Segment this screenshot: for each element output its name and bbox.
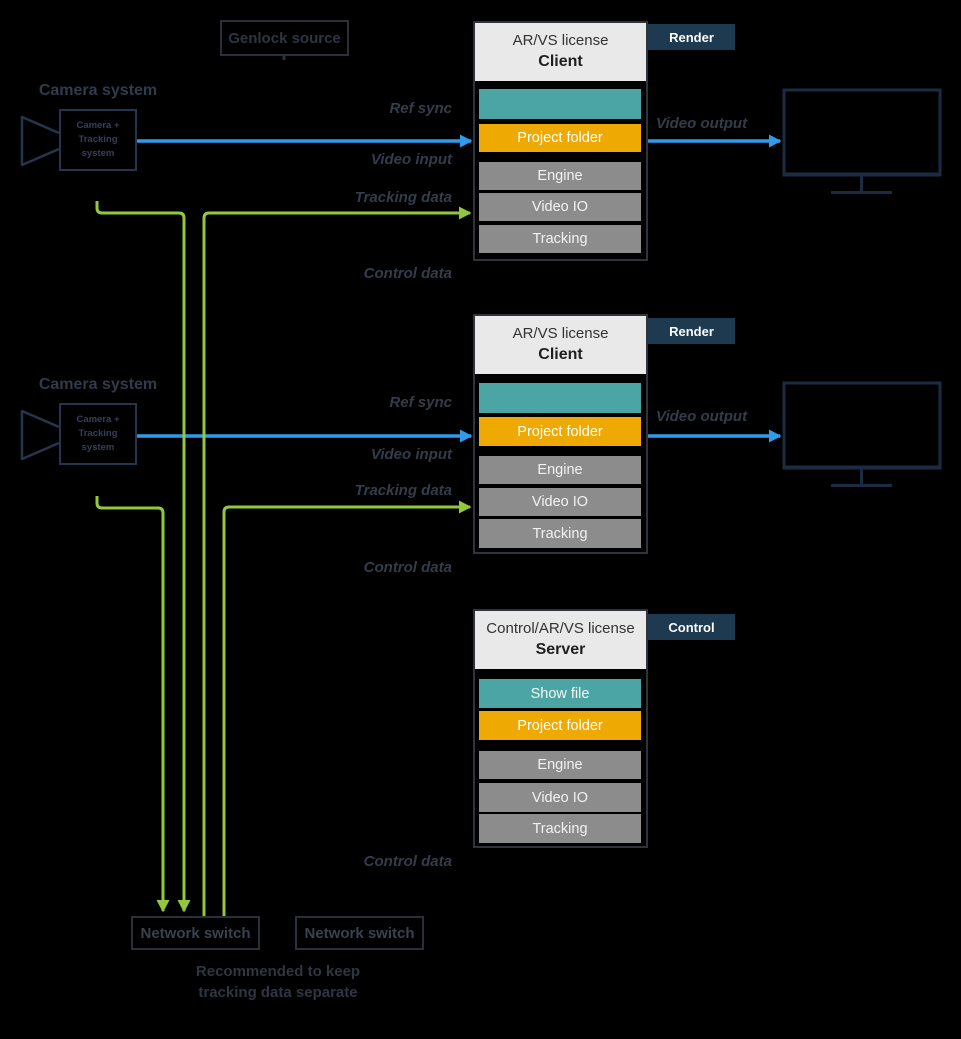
- client2-bar-video-io: Video IO: [479, 488, 641, 516]
- network-switch1-label: Network switch: [140, 924, 251, 942]
- client2-video-input-label: Video input: [370, 446, 452, 463]
- client1-bar-video-io: Video IO: [479, 193, 641, 221]
- genlock-source-box: Genlock source: [220, 20, 349, 56]
- client1-bar-engine: Engine: [479, 162, 641, 190]
- camera1-device-box: Camera + Tracking system: [59, 109, 137, 171]
- client2-ref-sync-label: Ref sync: [389, 394, 452, 411]
- client2-video-output-label: Video output: [656, 408, 748, 425]
- client1-ref-sync-label: Ref sync: [389, 100, 452, 117]
- tracking-line-switch-to-client1: [202, 206, 472, 916]
- server-role-label: Server: [535, 641, 586, 659]
- camera1-device-line3: system: [81, 148, 115, 160]
- client1-bar-project-folder: Project folder: [479, 124, 641, 152]
- server-control-tag: Control: [648, 614, 735, 640]
- client1-render-tag: Render: [648, 24, 735, 50]
- server-bar-tracking: Tracking: [479, 814, 641, 843]
- client1-video-output-label: Video output: [656, 115, 748, 132]
- client2-bar-project-folder: Project folder: [479, 417, 641, 446]
- camera2-device-line3: system: [81, 442, 115, 454]
- client1-tag-label: Render: [669, 29, 714, 45]
- genlock-source-label: Genlock source: [228, 29, 341, 47]
- caption-line1: Recommended to keep: [195, 963, 361, 980]
- server-bar-project-folder: Project folder: [479, 711, 641, 740]
- client2-bar-top: [479, 383, 641, 413]
- camera2-device-box: Camera + Tracking system: [59, 403, 137, 465]
- server-tag-label: Control: [668, 619, 715, 635]
- server-node-box: [473, 609, 648, 848]
- caption-line2: tracking data separate: [198, 984, 358, 1002]
- camera1-lens-icon: [20, 115, 60, 167]
- camera1-title: Camera system: [38, 82, 158, 99]
- client1-role-label: Client: [538, 53, 583, 71]
- network-switch2-label: Network switch: [304, 924, 415, 942]
- client2-license-label: AR/VS license: [512, 325, 609, 343]
- client1-node-box: [473, 21, 648, 261]
- client2-bar-tracking: Tracking: [479, 519, 641, 548]
- server-control-data-label: Control data: [363, 853, 452, 870]
- client1-license-label: AR/VS license: [512, 32, 609, 50]
- camera1-device-line2: Tracking: [78, 133, 118, 145]
- client1-header: AR/VS license Client: [475, 23, 646, 81]
- client2-node-box: [473, 314, 648, 554]
- client1-bar-top: [479, 89, 641, 119]
- network-switch-secondary-box: Network switch: [295, 916, 424, 950]
- network-switch-tracking-box: Network switch: [131, 916, 260, 950]
- camera2-lens-icon: [20, 409, 60, 461]
- client1-control-data-label: Control data: [363, 265, 452, 282]
- tracking-line-switch-to-client2: [222, 500, 472, 916]
- monitor1-icon: [782, 88, 942, 194]
- client2-header: AR/VS license Client: [475, 316, 646, 374]
- client2-render-tag: Render: [648, 318, 735, 344]
- server-bar-engine: Engine: [479, 751, 641, 779]
- server-license-label: Control/AR/VS license: [486, 620, 635, 638]
- client2-tag-label: Render: [669, 323, 714, 339]
- camera2-device-line1: Camera +: [76, 413, 120, 425]
- server-bar-video-io: Video IO: [479, 783, 641, 812]
- camera2-device-line2: Tracking: [78, 427, 118, 439]
- tracking-line-camera2-to-switch: [95, 496, 170, 913]
- recommendation-caption: Recommended to keep tracking data separa…: [178, 961, 378, 1004]
- client1-video-input-label: Video input: [370, 151, 452, 168]
- client1-tracking-data-label: Tracking data: [354, 189, 452, 206]
- camera2-title: Camera system: [38, 376, 158, 393]
- camera1-device-line1: Camera +: [76, 119, 120, 131]
- client2-role-label: Client: [538, 346, 583, 364]
- client2-tracking-data-label: Tracking data: [354, 482, 452, 499]
- tracking-line-camera1-to-switch: [95, 201, 191, 913]
- server-header: Control/AR/VS license Server: [475, 611, 646, 669]
- client1-bar-tracking: Tracking: [479, 225, 641, 253]
- client2-control-data-label: Control data: [363, 559, 452, 576]
- client2-bar-engine: Engine: [479, 456, 641, 484]
- monitor2-icon: [782, 381, 942, 487]
- server-bar-show-file: Show file: [479, 679, 641, 708]
